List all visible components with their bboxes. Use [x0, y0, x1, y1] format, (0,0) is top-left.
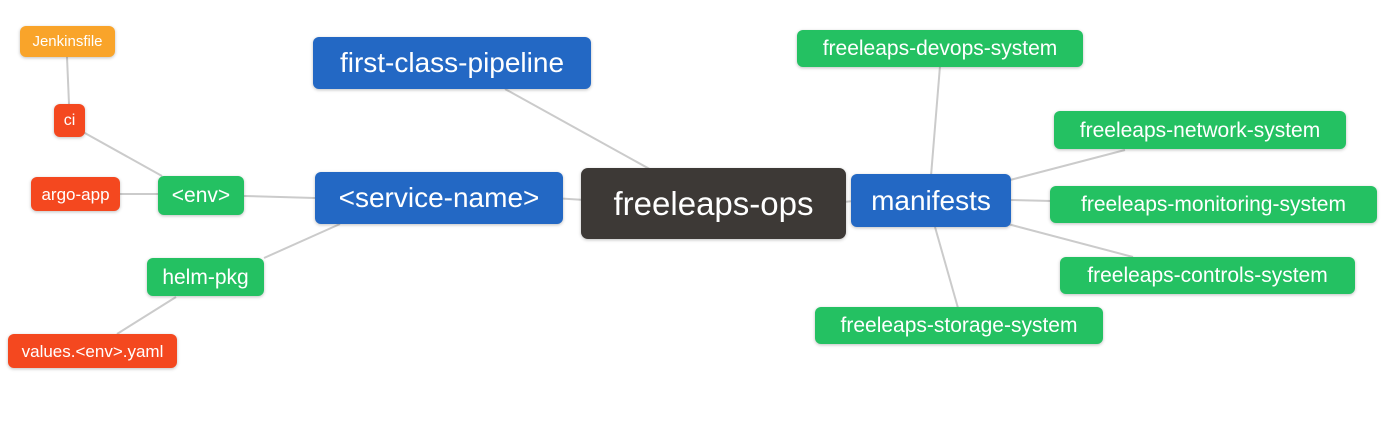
node-ci[interactable]: ci: [54, 104, 85, 137]
edge-jenkinsfile-ci: [66, 56, 70, 105]
node-values-env-yaml[interactable]: values.<env>.yaml: [8, 334, 177, 368]
edge-helm-pkg-service-name: [263, 223, 341, 259]
node-argo-app[interactable]: argo-app: [31, 177, 120, 211]
edge-manifests-storage: [934, 226, 959, 309]
edge-manifests-monitoring: [1009, 199, 1053, 202]
edge-ci-env: [82, 131, 163, 177]
node-helm-pkg[interactable]: helm-pkg: [147, 258, 264, 296]
node-jenkinsfile[interactable]: Jenkinsfile: [20, 26, 115, 57]
node-manifests[interactable]: manifests: [851, 174, 1011, 227]
edge-env-service-name: [243, 195, 316, 199]
edge-manifests-controls: [1003, 222, 1134, 258]
edge-pipeline-freeleaps-ops: [504, 88, 656, 173]
node-first-class-pipeline[interactable]: first-class-pipeline: [313, 37, 591, 89]
node-freeleaps-ops-root[interactable]: freeleaps-ops: [581, 168, 846, 239]
node-freeleaps-storage-system[interactable]: freeleaps-storage-system: [815, 307, 1103, 344]
edge-network-manifests: [1009, 149, 1126, 181]
node-freeleaps-devops-system[interactable]: freeleaps-devops-system: [797, 30, 1083, 67]
node-freeleaps-monitoring-system[interactable]: freeleaps-monitoring-system: [1050, 186, 1377, 223]
node-freeleaps-network-system[interactable]: freeleaps-network-system: [1054, 111, 1346, 149]
edge-devops-manifests: [930, 65, 941, 177]
edge-values-helm-pkg: [116, 296, 177, 335]
node-freeleaps-controls-system[interactable]: freeleaps-controls-system: [1060, 257, 1355, 294]
node-env[interactable]: <env>: [158, 176, 244, 215]
node-service-name[interactable]: <service-name>: [315, 172, 563, 224]
